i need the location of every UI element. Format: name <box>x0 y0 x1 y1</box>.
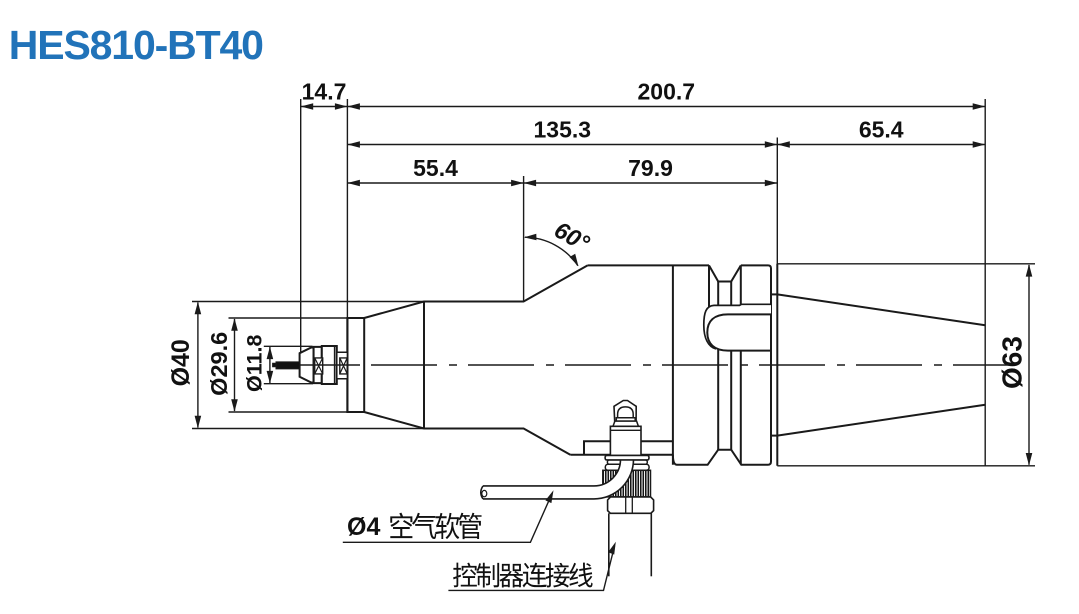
svg-text:Ø40: Ø40 <box>167 339 195 386</box>
svg-text:Ø29.6: Ø29.6 <box>206 332 232 396</box>
svg-text:14.7: 14.7 <box>302 79 347 105</box>
svg-text:55.4: 55.4 <box>413 155 458 181</box>
svg-text:HES810-BT40: HES810-BT40 <box>9 22 263 68</box>
svg-text:200.7: 200.7 <box>638 79 696 105</box>
svg-text:65.4: 65.4 <box>859 117 904 143</box>
svg-text:Ø63: Ø63 <box>997 336 1028 389</box>
svg-text:Ø11.8: Ø11.8 <box>243 335 267 392</box>
svg-text:Ø4: Ø4 <box>347 513 380 541</box>
svg-text:135.3: 135.3 <box>534 117 592 143</box>
svg-text:79.9: 79.9 <box>628 155 673 181</box>
